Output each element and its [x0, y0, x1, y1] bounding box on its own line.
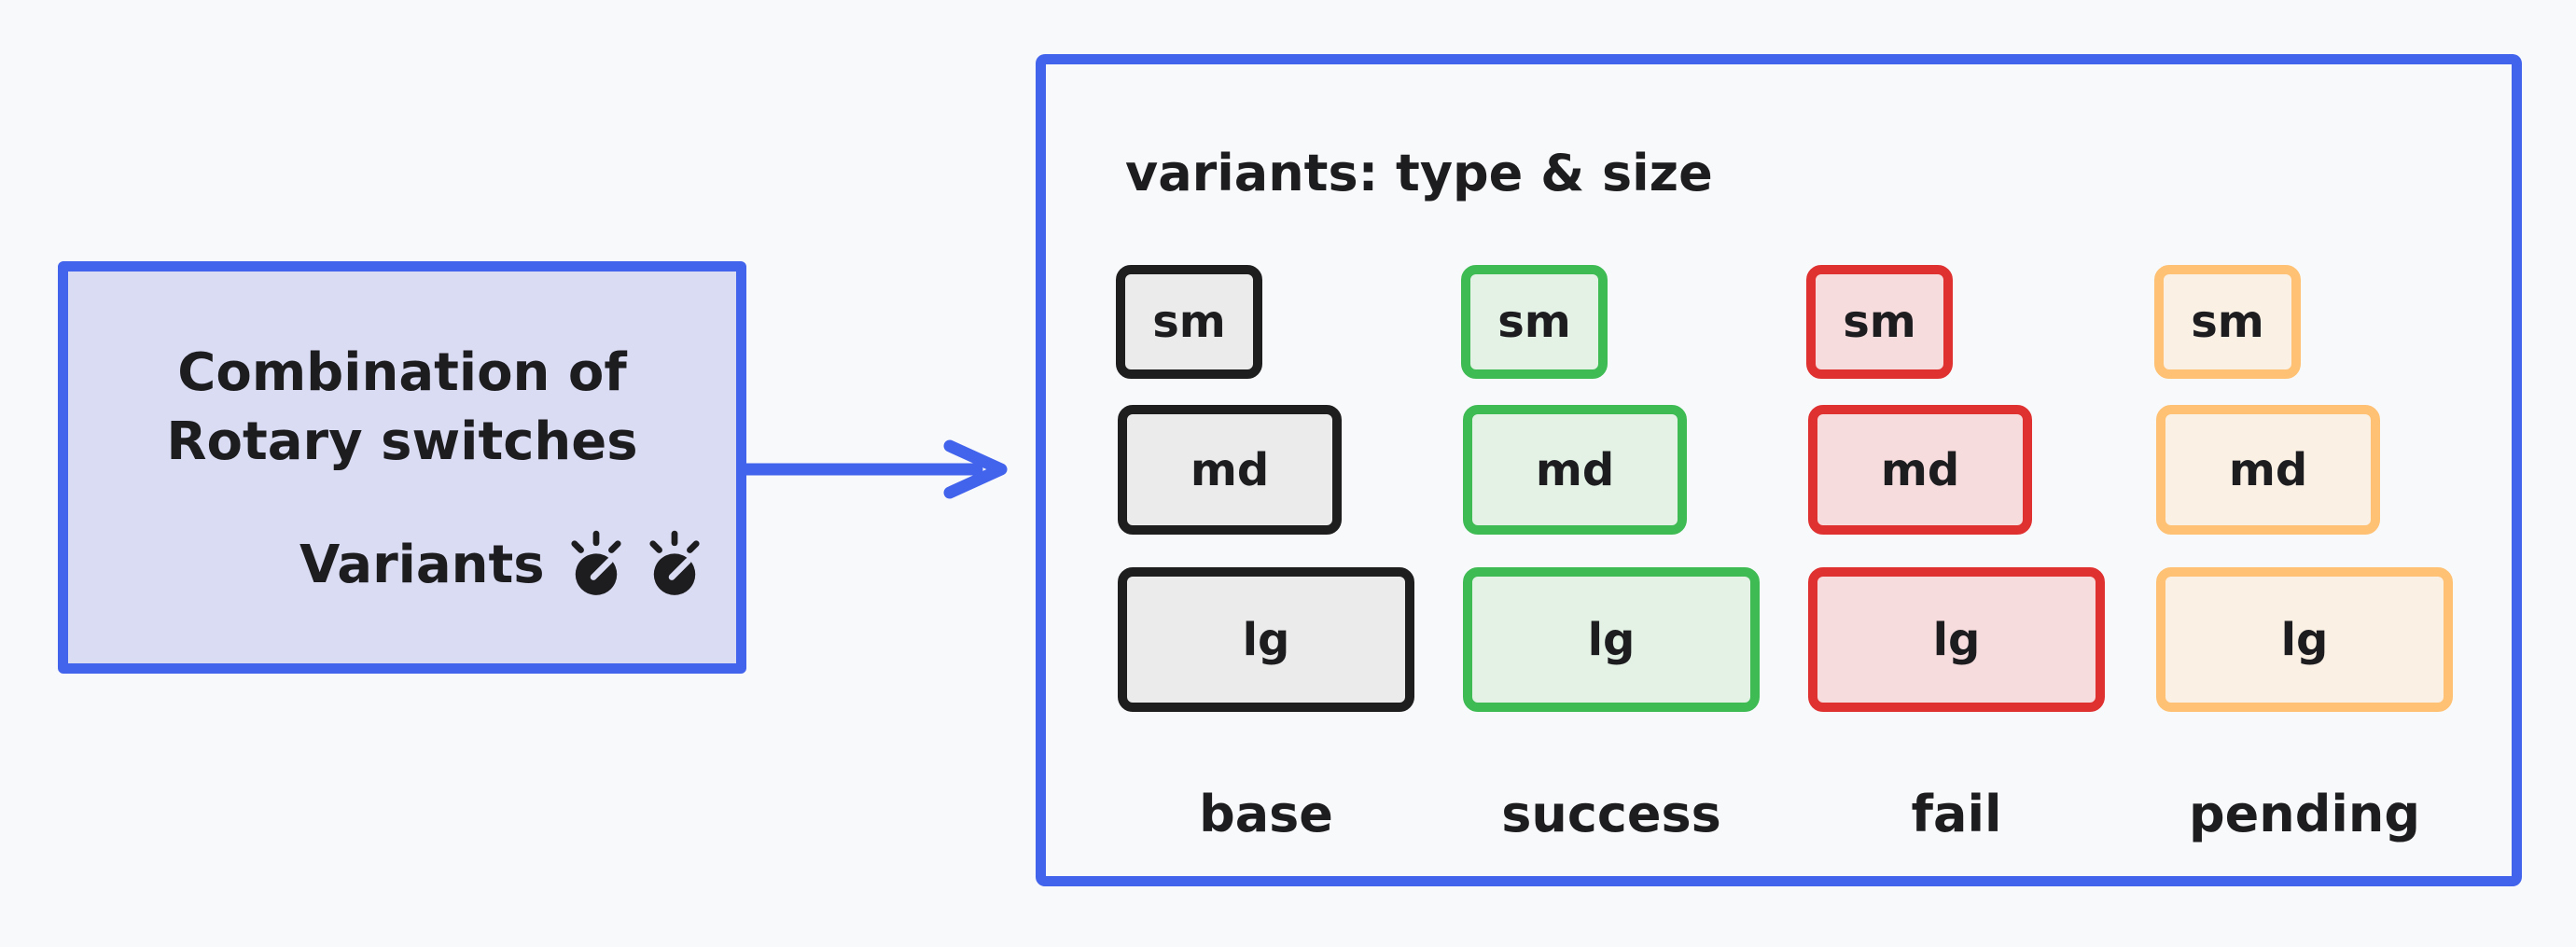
variant-box-success-md: md — [1463, 405, 1687, 535]
variant-box-success-sm: sm — [1461, 265, 1608, 379]
column-label-fail: fail — [1911, 785, 2002, 843]
variant-column-base: sm md lg base — [1116, 265, 1426, 871]
source-box: Combination of Rotary switches Variants — [58, 261, 746, 674]
source-title-line2: Rotary switches — [166, 411, 638, 472]
source-box-title: Combination of Rotary switches — [68, 339, 736, 477]
source-box-caption: Variants — [299, 516, 702, 613]
variant-box-fail-md: md — [1808, 405, 2032, 535]
flow-arrow — [742, 439, 1008, 499]
column-label-success: success — [1501, 785, 1721, 843]
column-label-base: base — [1199, 785, 1333, 843]
rotary-knob-icon — [571, 530, 621, 595]
variant-box-base-lg: lg — [1118, 567, 1414, 712]
variant-column-fail: sm md lg fail — [1806, 265, 2116, 871]
column-label-pending: pending — [2189, 785, 2420, 843]
variant-box-fail-lg: lg — [1808, 567, 2105, 712]
variant-box-pending-md: md — [2156, 405, 2380, 535]
source-title-line1: Combination of — [177, 342, 627, 403]
variant-column-pending: sm md lg pending — [2154, 265, 2464, 871]
panel-title: variants: type & size — [1125, 144, 1713, 202]
variant-box-pending-lg: lg — [2156, 567, 2453, 712]
variant-box-fail-sm: sm — [1806, 265, 1953, 379]
variant-box-base-md: md — [1118, 405, 1342, 535]
variant-box-base-sm: sm — [1116, 265, 1262, 379]
rotary-knob-icon — [649, 530, 700, 595]
variants-panel: variants: type & size sm md lg base sm m… — [1036, 54, 2522, 886]
source-caption-label: Variants — [299, 534, 545, 595]
variant-column-success: sm md lg success — [1461, 265, 1771, 871]
variant-box-pending-sm: sm — [2154, 265, 2301, 379]
variant-box-success-lg: lg — [1463, 567, 1760, 712]
